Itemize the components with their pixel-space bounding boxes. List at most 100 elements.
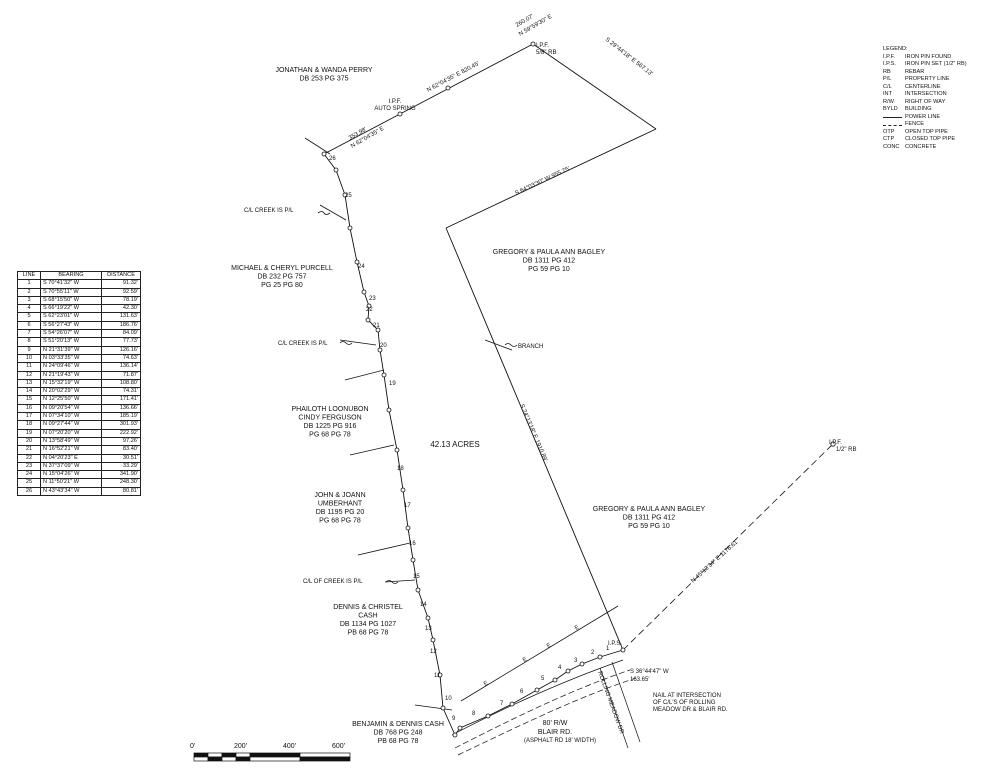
line-cell: 20 bbox=[17, 436, 41, 447]
distance-cell: 171.41' bbox=[101, 395, 141, 405]
owner-bagley2-line-1: DB 1311 PG 412 bbox=[623, 515, 676, 522]
inner-line bbox=[445, 128, 657, 229]
line-table-header-line: LINE bbox=[17, 270, 41, 281]
north-line-west bbox=[323, 113, 401, 155]
creek-note-3: C/L OF CREEK IS P/L bbox=[303, 579, 363, 585]
traverse-point bbox=[394, 447, 400, 453]
line-number-1: 1 bbox=[606, 646, 610, 652]
line-number-24: 24 bbox=[358, 264, 365, 270]
owner-cash2-line-0: BENJAMIN & DENNIS CASH bbox=[352, 721, 444, 728]
traverse-point bbox=[534, 687, 540, 693]
branch-note: BRANCH bbox=[518, 344, 543, 350]
line-cell: 11 bbox=[17, 362, 41, 372]
distance-cell: 108.80' bbox=[101, 378, 141, 389]
traverse-point bbox=[509, 701, 515, 707]
legend-abbr: CTP bbox=[883, 136, 895, 142]
traverse-point bbox=[400, 487, 406, 493]
owner-cash1-line-0: DENNIS & CHRISTEL bbox=[333, 604, 403, 611]
owner-loonubon-line-0: PHAILOTH LOONUBON bbox=[291, 406, 368, 413]
line-cell: 4 bbox=[17, 304, 41, 314]
ips-label: I.P.S. bbox=[608, 641, 622, 647]
line-cell: 23 bbox=[17, 461, 41, 472]
line-cell: 17 bbox=[17, 412, 41, 422]
legend-abbr: INT bbox=[883, 91, 893, 97]
traverse-point bbox=[365, 317, 371, 323]
traverse-point bbox=[342, 192, 348, 198]
line-cell: 12 bbox=[17, 370, 41, 380]
bearing-nail-brg: S 36°44'47" W bbox=[630, 669, 669, 675]
distance-cell: 97.26' bbox=[101, 436, 141, 447]
bearing-cell: N 16°52'21" W bbox=[40, 445, 102, 455]
traverse-point bbox=[366, 303, 372, 309]
ipf-half-label-1: I.P.F. bbox=[829, 440, 842, 446]
traverse-point bbox=[425, 615, 431, 621]
traverse-point bbox=[354, 259, 360, 265]
branch-squiggle bbox=[504, 343, 518, 347]
traverse-point bbox=[597, 654, 603, 660]
scale-seg-2 bbox=[193, 756, 209, 762]
traverse-point bbox=[440, 705, 446, 711]
traverse-point bbox=[620, 647, 626, 653]
owner-purcell-line-2: PG 25 PG 80 bbox=[261, 282, 303, 289]
creek-note-1: C/L CREEK IS P/L bbox=[244, 208, 294, 214]
legend-abbr bbox=[883, 121, 905, 129]
line-number-labels: 1234567891011121314151617181920212223242… bbox=[329, 156, 610, 722]
traverse-point bbox=[321, 151, 327, 157]
distance-cell: 91.32' bbox=[101, 279, 141, 289]
owner-umberhant-line-3: PG 68 PG 78 bbox=[319, 518, 361, 525]
bearing-cell: N 37°37'09" W bbox=[40, 461, 102, 472]
traverse-point bbox=[377, 347, 383, 353]
creek-squiggle-1 bbox=[317, 211, 331, 215]
owner-bagley1-line-1: DB 1311 PG 412 bbox=[523, 258, 576, 265]
traverse-point bbox=[452, 732, 458, 738]
line-cell: 2 bbox=[17, 287, 41, 297]
scale-seg-12 bbox=[299, 756, 351, 762]
bearing-cell: S 54°26'07" W bbox=[40, 329, 102, 339]
bearing-nail-dist: 163.65' bbox=[630, 677, 650, 683]
legend-desc: OPEN TOP PIPE bbox=[905, 128, 948, 135]
scale-seg-6 bbox=[221, 756, 237, 762]
tie-line bbox=[622, 443, 834, 651]
distance-cell: 78.19' bbox=[101, 295, 141, 306]
scale-seg-5 bbox=[221, 752, 237, 758]
bearing-cell: N 11°50'21" W bbox=[40, 478, 102, 488]
bearing-north-east: N 62°04'35" E 820.45' bbox=[426, 61, 480, 94]
line-number-19: 19 bbox=[389, 381, 396, 387]
road-edge-south2 bbox=[457, 677, 637, 756]
power-line-segment bbox=[460, 605, 619, 702]
distance-cell: 341.90' bbox=[101, 470, 141, 480]
creek-squiggle-3 bbox=[385, 580, 399, 584]
road-edge-south bbox=[454, 669, 631, 749]
bearing-cell: N 15°04'26" W bbox=[40, 470, 102, 480]
legend-desc: INTERSECTION bbox=[905, 91, 947, 97]
traverse-point bbox=[445, 85, 451, 91]
bearing-north-brg: N 59°59'30" E bbox=[518, 14, 553, 38]
creek-tick-5 bbox=[349, 444, 395, 456]
traverse-point bbox=[457, 725, 463, 731]
distance-cell: 248.30' bbox=[101, 478, 141, 488]
legend-abbr: RB bbox=[883, 68, 891, 75]
rolling-meadow-label: ROLLING MEADOW DR bbox=[596, 671, 624, 736]
owner-bagley2-line-0: GREGORY & PAULA ANN BAGLEY bbox=[593, 506, 706, 513]
legend-desc: RIGHT OF WAY bbox=[905, 98, 946, 105]
bearing-cell: S 70°55'11" W bbox=[40, 287, 102, 297]
line-cell: 5 bbox=[17, 312, 41, 322]
bearing-cell: N 07°20'20" W bbox=[40, 428, 102, 438]
power-e-2: E bbox=[522, 657, 528, 664]
bearing-cell: N 09°20'54" W bbox=[40, 403, 102, 414]
owner-loonubon-line-2: DB 1225 PG 916 bbox=[304, 423, 357, 430]
east-line-long bbox=[445, 227, 624, 651]
legend-abbr bbox=[883, 114, 905, 122]
